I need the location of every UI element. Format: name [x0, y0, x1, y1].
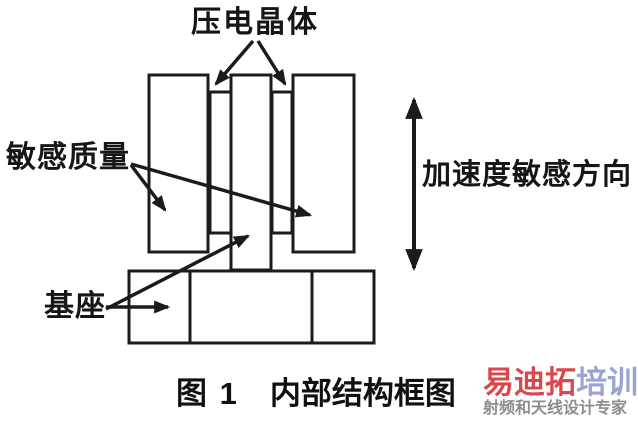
- label-base: 基座: [44, 290, 106, 323]
- watermark-brand-primary: 易迪拓: [483, 365, 576, 400]
- base-arrow-diagonal: [105, 234, 251, 311]
- mass-arrow-left: [129, 163, 167, 212]
- mass-arrow-right: [130, 162, 313, 218]
- label-acceleration-direction: 加速度敏感方向: [422, 159, 633, 191]
- figure-title: 内部结构框图: [269, 376, 456, 411]
- left-mass-block: [147, 73, 210, 254]
- figure-number: 图 1: [176, 376, 239, 411]
- left-crystal-strip: [208, 90, 233, 235]
- watermark-tagline: 射频和天线设计专家: [483, 400, 628, 417]
- watermark-brand: 易迪拓培训: [483, 367, 638, 398]
- label-piezo-crystal: 压电晶体: [191, 6, 319, 39]
- figure-caption: 图 1 内部结构框图: [176, 376, 456, 411]
- label-sensitive-mass: 敏感质量: [6, 141, 130, 174]
- right-mass-block: [291, 73, 356, 254]
- watermark-brand-secondary: 培训: [576, 365, 638, 400]
- crystal-arrow-left: [214, 39, 255, 86]
- right-crystal-strip: [270, 90, 294, 235]
- watermark: 易迪拓培训 射频和天线设计专家: [483, 367, 638, 417]
- crystal-arrow-right: [256, 40, 287, 86]
